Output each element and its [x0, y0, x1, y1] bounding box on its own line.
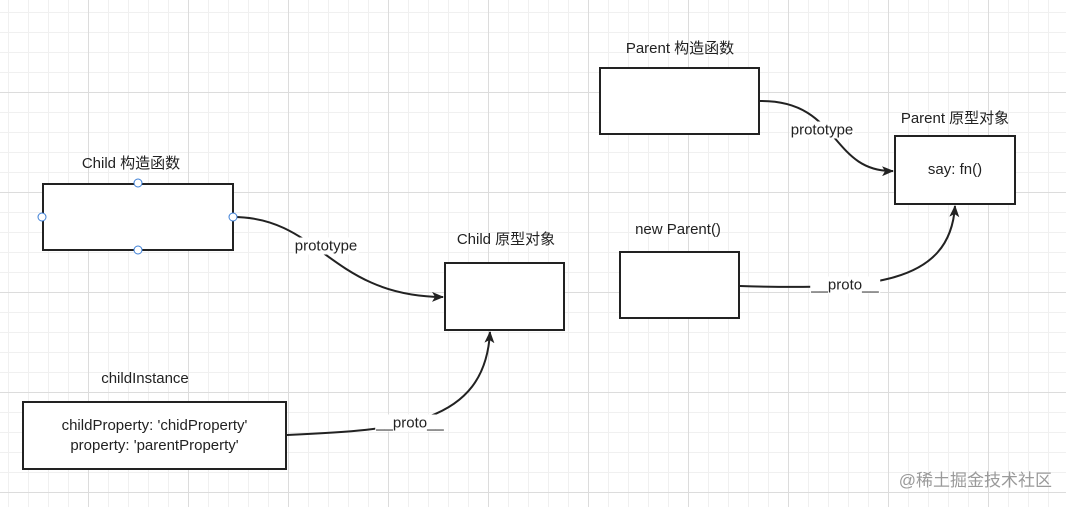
child-prototype-title: Child 原型对象 — [456, 231, 556, 248]
child-constructor-title: Child 构造函数 — [81, 155, 181, 172]
watermark: @稀土掘金技术社区 — [898, 471, 1052, 490]
parent-prototype-title: Parent 原型对象 — [900, 110, 1010, 127]
parent-prototype-box[interactable]: say: fn() — [894, 135, 1016, 205]
resize-handle-top[interactable] — [133, 178, 143, 188]
child-constructor-box[interactable] — [42, 183, 234, 251]
edge-label-child-instance-proto: __proto__ — [375, 414, 445, 432]
edge-label-parent-prototype: prototype — [789, 121, 855, 139]
edge-child-prototype — [232, 216, 444, 302]
child-instance-title: childInstance — [101, 370, 189, 387]
new-parent-box[interactable] — [619, 251, 740, 319]
child-instance-prop-2: property: 'parentProperty' — [70, 436, 239, 454]
edge-label-child-prototype: prototype — [293, 237, 359, 255]
parent-constructor-box[interactable] — [599, 67, 760, 135]
new-parent-title: new Parent() — [635, 221, 721, 238]
child-instance-prop-1: childProperty: 'chidProperty' — [61, 416, 248, 434]
parent-constructor-title: Parent 构造函数 — [625, 40, 735, 57]
edge-new-parent-proto — [739, 205, 960, 288]
resize-handle-bottom[interactable] — [133, 245, 143, 255]
edge-label-new-parent-proto: __proto__ — [810, 276, 880, 294]
child-instance-box[interactable]: childProperty: 'chidProperty' property: … — [22, 401, 287, 470]
parent-prototype-say: say: fn() — [927, 161, 983, 178]
resize-handle-left[interactable] — [37, 212, 47, 222]
child-prototype-box[interactable] — [444, 262, 565, 331]
resize-handle-right[interactable] — [228, 212, 238, 222]
